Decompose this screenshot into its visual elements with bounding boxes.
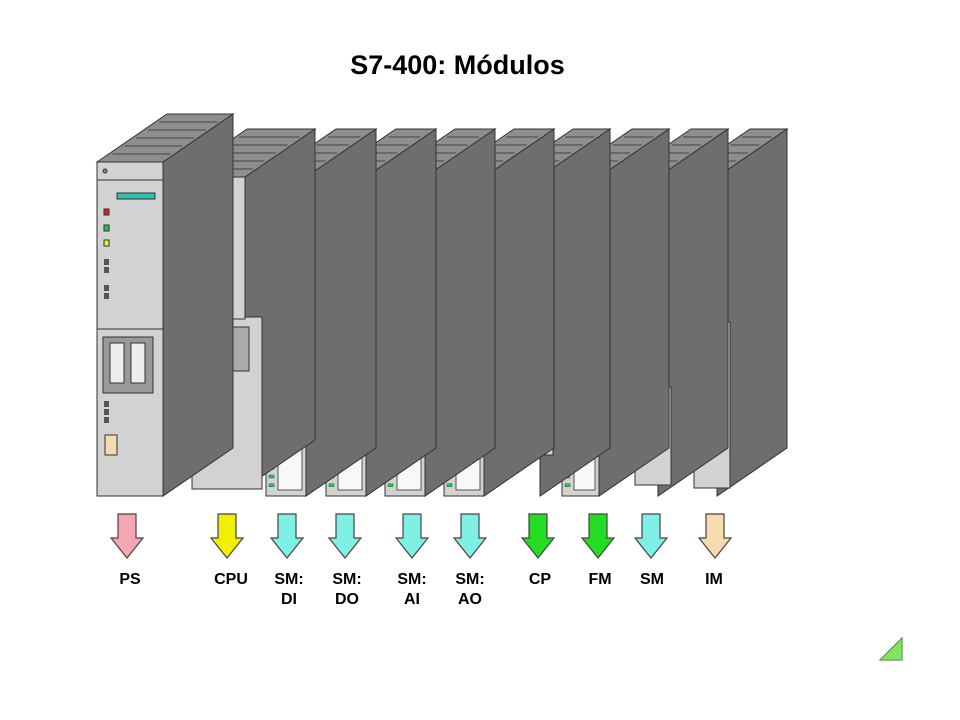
arrow-1 bbox=[209, 513, 245, 559]
arrow-6 bbox=[520, 513, 556, 559]
arrow-7 bbox=[580, 513, 616, 559]
switch bbox=[104, 285, 109, 291]
sm-led bbox=[564, 483, 571, 487]
down-arrow-icon bbox=[209, 513, 245, 559]
down-arrow-icon bbox=[394, 513, 430, 559]
module-label-line1: CP bbox=[528, 571, 552, 588]
led-green bbox=[103, 224, 110, 232]
arrow-5 bbox=[452, 513, 488, 559]
module-label-line1: SM: bbox=[274, 571, 304, 588]
sm-led bbox=[268, 483, 275, 487]
down-arrow-icon bbox=[269, 513, 305, 559]
module-label-line2: DO bbox=[335, 591, 359, 608]
sm-led bbox=[268, 474, 275, 479]
module-label: SM: DO bbox=[317, 570, 377, 610]
module-label-line2: AO bbox=[458, 591, 482, 608]
switch bbox=[104, 293, 109, 299]
module-label-line2: DI bbox=[281, 591, 297, 608]
ps-display bbox=[116, 192, 156, 200]
module-label-line1: FM bbox=[588, 571, 612, 588]
switch bbox=[104, 259, 109, 265]
module-label: FM bbox=[570, 570, 630, 590]
down-arrow-icon bbox=[452, 513, 488, 559]
down-arrow-icon bbox=[327, 513, 363, 559]
down-arrow-icon bbox=[633, 513, 669, 559]
down-arrow-icon bbox=[580, 513, 616, 559]
switch bbox=[104, 401, 109, 407]
module-label-line1: SM: bbox=[397, 571, 427, 588]
module-label-line1: CPU bbox=[214, 571, 248, 588]
module-label: CP bbox=[510, 570, 570, 590]
corner-triangle-icon[interactable] bbox=[878, 636, 904, 662]
down-arrow-icon bbox=[109, 513, 145, 559]
module-side-2 bbox=[305, 128, 377, 497]
page-title: S7-400: Módulos bbox=[350, 50, 565, 80]
sm-led bbox=[328, 483, 335, 487]
module-label-line1: PS bbox=[119, 571, 141, 588]
module-label: SM: DI bbox=[259, 570, 319, 610]
down-arrow-icon bbox=[697, 513, 733, 559]
switch bbox=[104, 417, 109, 423]
switch bbox=[104, 409, 109, 415]
module-side-0 bbox=[162, 113, 234, 497]
switch bbox=[104, 267, 109, 273]
module-label: CPU bbox=[201, 570, 261, 590]
fuse bbox=[104, 434, 118, 456]
screw bbox=[102, 168, 108, 174]
module-label: IM bbox=[684, 570, 744, 590]
led-yellow bbox=[103, 239, 110, 247]
module-0 bbox=[95, 113, 235, 497]
module-label-line1: SM bbox=[640, 571, 664, 588]
module-label-line1: IM bbox=[705, 571, 723, 588]
battery bbox=[109, 342, 125, 384]
arrow-0 bbox=[109, 513, 145, 559]
arrow-8 bbox=[633, 513, 669, 559]
module-label: SM: AO bbox=[440, 570, 500, 610]
arrow-4 bbox=[394, 513, 430, 559]
led-red bbox=[103, 208, 110, 216]
battery bbox=[130, 342, 146, 384]
module-label-line2: AI bbox=[404, 591, 420, 608]
down-arrow-icon bbox=[520, 513, 556, 559]
module-label-line1: SM: bbox=[332, 571, 362, 588]
module-label: SM bbox=[622, 570, 682, 590]
arrow-2 bbox=[269, 513, 305, 559]
arrow-3 bbox=[327, 513, 363, 559]
sm-led bbox=[387, 483, 394, 487]
sm-led bbox=[446, 483, 453, 487]
module-label-line1: SM: bbox=[455, 571, 485, 588]
module-label: SM: AI bbox=[382, 570, 442, 610]
arrow-9 bbox=[697, 513, 733, 559]
module-label: PS bbox=[100, 570, 160, 590]
